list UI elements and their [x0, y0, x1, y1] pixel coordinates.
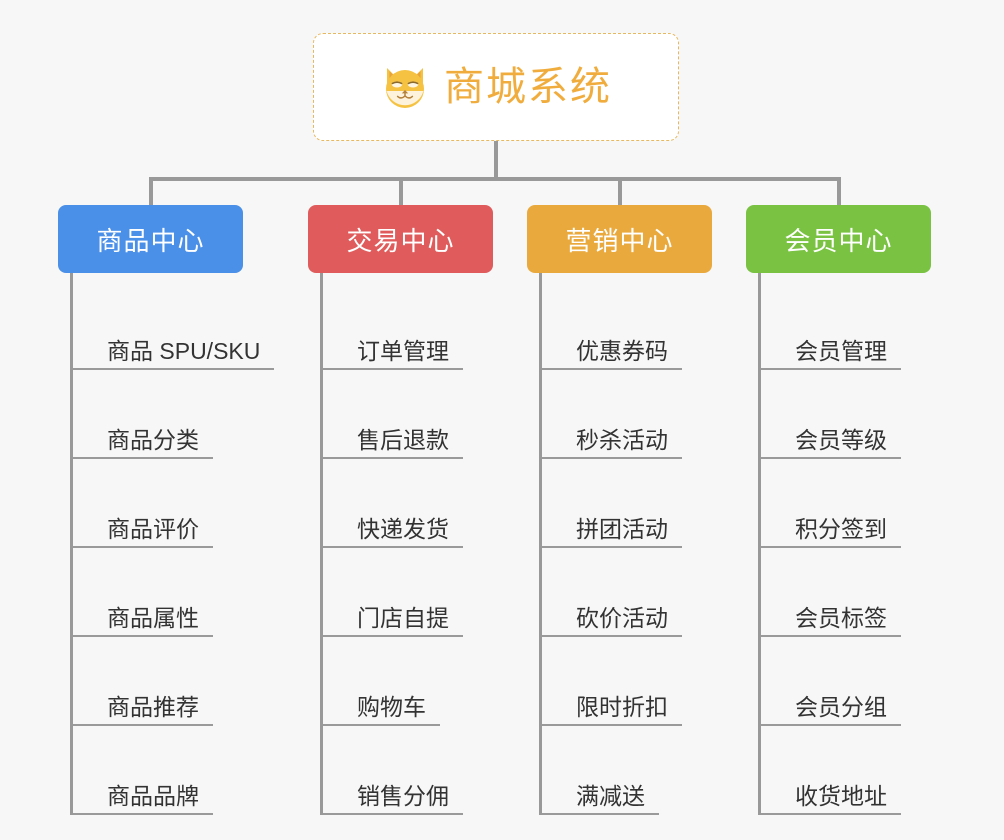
leaf-underline — [542, 546, 682, 548]
leaf-underline — [73, 368, 274, 370]
leaf-item-label: 限时折扣 — [576, 693, 668, 720]
leaf-item[interactable]: 商品 SPU/SKU — [73, 281, 274, 370]
category-header-4[interactable]: 会员中心 — [746, 205, 931, 273]
leaf-underline — [761, 724, 901, 726]
leaf-item-label: 收货地址 — [795, 782, 887, 809]
leaf-underline — [761, 546, 901, 548]
root-node[interactable]: 商城系统 — [313, 33, 679, 141]
leaf-item[interactable]: 商品分类 — [73, 370, 243, 459]
leaf-item[interactable]: 会员分组 — [761, 637, 931, 726]
leaf-item-label: 秒杀活动 — [576, 426, 668, 453]
category-column-1: 商品中心商品 SPU/SKU 商品分类商品评价商品属性商品推荐商品品牌 — [58, 205, 274, 815]
leaf-item[interactable]: 商品品牌 — [73, 726, 243, 815]
leaf-underline — [73, 635, 213, 637]
leaf-item-label: 会员管理 — [795, 337, 887, 364]
leaf-item-label: 订单管理 — [357, 337, 449, 364]
leaf-underline — [73, 546, 213, 548]
leaf-underline — [323, 635, 463, 637]
category-column-3: 营销中心优惠券码秒杀活动拼团活动砍价活动限时折扣满减送 — [527, 205, 712, 815]
horizontal-bar — [150, 177, 839, 181]
leaf-underline — [542, 813, 659, 815]
leaf-underline — [542, 368, 682, 370]
leaf-underline — [542, 635, 682, 637]
leaf-underline — [323, 813, 463, 815]
category-column-2: 交易中心订单管理售后退款快递发货门店自提购物车销售分佣 — [308, 205, 493, 815]
drop-0 — [148, 177, 153, 205]
category-column-4: 会员中心会员管理会员等级积分签到会员标签会员分组收货地址 — [746, 205, 931, 815]
leaf-item[interactable]: 门店自提 — [323, 548, 493, 637]
leaf-item-label: 商品分类 — [107, 426, 199, 453]
leaf-item[interactable]: 售后退款 — [323, 370, 493, 459]
leaf-list-3: 优惠券码秒杀活动拼团活动砍价活动限时折扣满减送 — [539, 273, 712, 815]
leaf-list-4: 会员管理会员等级积分签到会员标签会员分组收货地址 — [758, 273, 931, 815]
leaf-item[interactable]: 会员标签 — [761, 548, 931, 637]
leaf-item-label: 会员标签 — [795, 604, 887, 631]
leaf-item[interactable]: 收货地址 — [761, 726, 931, 815]
leaf-item-label: 会员分组 — [795, 693, 887, 720]
drop-3 — [836, 177, 841, 205]
root-stem — [494, 141, 498, 181]
leaf-underline — [73, 813, 213, 815]
leaf-item-label: 优惠券码 — [576, 337, 668, 364]
leaf-item[interactable]: 商品评价 — [73, 459, 243, 548]
leaf-underline — [323, 368, 463, 370]
drop-1 — [398, 177, 403, 205]
leaf-underline — [323, 457, 463, 459]
leaf-item-label: 售后退款 — [357, 426, 449, 453]
leaf-underline — [761, 457, 901, 459]
leaf-item[interactable]: 订单管理 — [323, 281, 493, 370]
leaf-underline — [73, 457, 213, 459]
leaf-underline — [761, 368, 901, 370]
leaf-underline — [542, 457, 682, 459]
leaf-item[interactable]: 会员管理 — [761, 281, 931, 370]
leaf-underline — [323, 724, 440, 726]
leaf-item-label: 满减送 — [576, 782, 645, 809]
leaf-item-label: 快递发货 — [357, 515, 449, 542]
root-title: 商城系统 — [444, 65, 612, 109]
leaf-item[interactable]: 会员等级 — [761, 370, 931, 459]
leaf-underline — [323, 546, 463, 548]
leaf-item-label: 门店自提 — [357, 604, 449, 631]
leaf-item[interactable]: 拼团活动 — [542, 459, 712, 548]
leaf-item-label: 积分签到 — [795, 515, 887, 542]
category-header-3[interactable]: 营销中心 — [527, 205, 712, 273]
leaf-list-1: 商品 SPU/SKU 商品分类商品评价商品属性商品推荐商品品牌 — [70, 273, 274, 815]
drop-2 — [617, 177, 622, 205]
leaf-item[interactable]: 商品属性 — [73, 548, 243, 637]
category-header-2[interactable]: 交易中心 — [308, 205, 493, 273]
leaf-item-label: 商品评价 — [107, 515, 199, 542]
category-header-1[interactable]: 商品中心 — [58, 205, 243, 273]
leaf-item-label: 会员等级 — [795, 426, 887, 453]
leaf-item-label: 销售分佣 — [357, 782, 449, 809]
leaf-underline — [761, 635, 901, 637]
leaf-item-label: 商品 SPU/SKU — [107, 337, 261, 364]
leaf-item-label: 拼团活动 — [576, 515, 668, 542]
leaf-underline — [73, 724, 213, 726]
leaf-item[interactable]: 满减送 — [542, 726, 712, 815]
leaf-underline — [761, 813, 901, 815]
leaf-underline — [542, 724, 682, 726]
leaf-item-label: 购物车 — [357, 693, 426, 720]
shiba-dog-icon — [380, 62, 430, 112]
leaf-item[interactable]: 秒杀活动 — [542, 370, 712, 459]
leaf-item[interactable]: 优惠券码 — [542, 281, 712, 370]
leaf-item[interactable]: 购物车 — [323, 637, 493, 726]
leaf-item[interactable]: 销售分佣 — [323, 726, 493, 815]
leaf-item[interactable]: 砍价活动 — [542, 548, 712, 637]
leaf-item-label: 商品品牌 — [107, 782, 199, 809]
leaf-list-2: 订单管理售后退款快递发货门店自提购物车销售分佣 — [320, 273, 493, 815]
leaf-item-label: 商品属性 — [107, 604, 199, 631]
leaf-item[interactable]: 积分签到 — [761, 459, 931, 548]
leaf-item[interactable]: 商品推荐 — [73, 637, 243, 726]
leaf-item[interactable]: 限时折扣 — [542, 637, 712, 726]
leaf-item-label: 砍价活动 — [576, 604, 668, 631]
leaf-item-label: 商品推荐 — [107, 693, 199, 720]
leaf-item[interactable]: 快递发货 — [323, 459, 493, 548]
